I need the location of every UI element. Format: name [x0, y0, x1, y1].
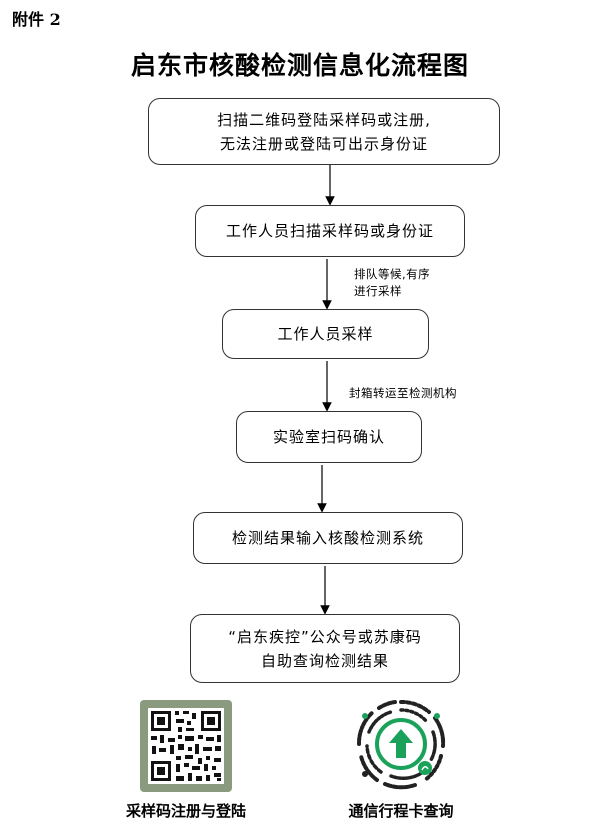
step-text-line: 工作人员扫描采样码或身份证: [225, 222, 434, 240]
step-box-enter-results: 检测结果输入核酸检测系统: [193, 512, 463, 564]
page-title: 启东市核酸检测信息化流程图: [130, 51, 469, 80]
note-transport: 封箱转运至检测机构: [349, 385, 457, 402]
note-line: 封箱转运至检测机构: [349, 386, 457, 400]
step-box-query-results: “启东疾控”公众号或苏康码 自助查询检测结果: [190, 614, 460, 683]
mini-program-code-icon[interactable]: [355, 698, 447, 790]
qr-caption-sampling-code: 采样码注册与登陆: [125, 802, 246, 820]
step-text-line: 无法注册或登陆可出示身份证: [219, 134, 428, 153]
note-line: 排队等候,有序: [354, 267, 431, 281]
step-text-line: 自助查询检测结果: [260, 651, 389, 670]
step-box-scan-register: 扫描二维码登陆采样码或注册, 无法注册或登陆可出示身份证: [148, 98, 500, 165]
qr-caption-travel-card: 通信行程卡查询: [348, 802, 454, 820]
step-box-staff-scan: 工作人员扫描采样码或身份证: [195, 205, 465, 257]
qr-code-icon[interactable]: [140, 700, 232, 792]
step-text-line: “启东疾控”公众号或苏康码: [228, 627, 422, 646]
step-text-line: 检测结果输入核酸检测系统: [231, 529, 424, 547]
step-text-line: 扫描二维码登陆采样码或注册,: [217, 110, 431, 129]
note-queue: 排队等候,有序 进行采样: [354, 266, 430, 300]
step-text-line: 工作人员采样: [277, 325, 374, 343]
attachment-label: 附件 2: [12, 10, 61, 29]
step-box-lab-confirm: 实验室扫码确认: [236, 411, 422, 463]
note-line: 进行采样: [354, 284, 402, 298]
step-text-line: 实验室扫码确认: [272, 428, 385, 446]
